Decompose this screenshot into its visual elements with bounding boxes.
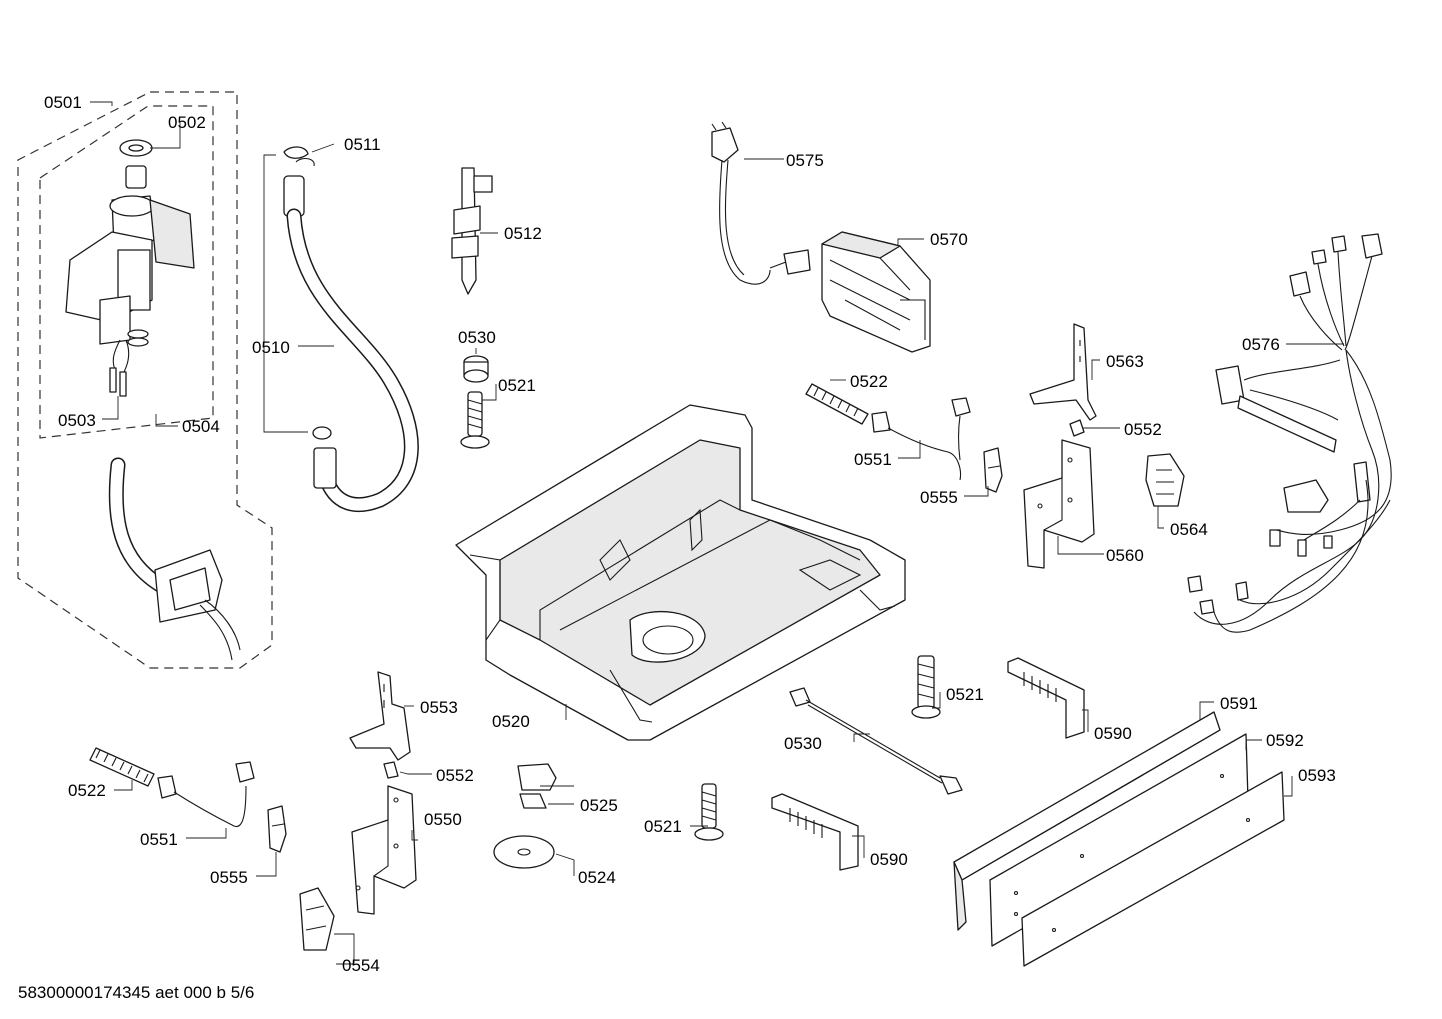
label-0522-left: 0522 <box>68 781 106 800</box>
sensor-0522-right <box>805 383 971 481</box>
drawing-id-footer: 58300000174345 aet 000 b 5/6 <box>18 983 254 1002</box>
label-0564: 0564 <box>1170 520 1208 539</box>
nut-0530 <box>463 355 489 383</box>
label-0576: 0576 <box>1242 335 1280 354</box>
clip-0555-right <box>983 447 1003 493</box>
wiring-harness-0576 <box>1187 233 1392 633</box>
part-0554 <box>299 887 335 951</box>
label-0552-left: 0552 <box>436 766 474 785</box>
leader-lines <box>90 101 1344 965</box>
label-0551-left: 0551 <box>140 830 178 849</box>
grille-0590-bottom <box>771 793 859 871</box>
label-0560: 0560 <box>1106 546 1144 565</box>
base-frame-0520 <box>455 404 906 741</box>
grille-0590-top <box>1007 657 1085 739</box>
label-0551-right: 0551 <box>854 450 892 469</box>
label-0501: 0501 <box>44 93 82 112</box>
label-0550: 0550 <box>424 810 462 829</box>
label-0521-bottom: 0521 <box>644 817 682 836</box>
label-0553: 0553 <box>420 698 458 717</box>
disc-0524 <box>493 835 555 869</box>
label-0511: 0511 <box>344 135 381 154</box>
label-0530-top: 0530 <box>458 328 496 347</box>
label-0570: 0570 <box>930 230 968 249</box>
part-0525 <box>517 763 557 809</box>
label-0522-right: 0522 <box>850 372 888 391</box>
kickplate-0591 <box>953 711 1221 931</box>
label-0555-right: 0555 <box>920 488 958 507</box>
part-0564 <box>1145 453 1185 507</box>
label-0521-top: 0521 <box>498 376 536 395</box>
hinge-0563 <box>1029 323 1097 437</box>
control-module-0570 <box>821 231 931 353</box>
clip-0555-left <box>267 805 287 853</box>
foot-0521-top <box>460 391 490 449</box>
foot-0521-bottom <box>694 783 724 841</box>
label-0555-left: 0555 <box>210 868 248 887</box>
label-0521-right: 0521 <box>946 685 984 704</box>
label-0530-bottom: 0530 <box>784 734 822 753</box>
label-0563: 0563 <box>1106 352 1144 371</box>
label-0575: 0575 <box>786 151 824 170</box>
label-0590-bottom: 0590 <box>870 850 908 869</box>
label-0512: 0512 <box>504 224 542 243</box>
label-0524: 0524 <box>578 868 616 887</box>
power-cord-0575 <box>711 121 811 285</box>
clip-0512 <box>451 167 493 295</box>
label-0503: 0503 <box>58 411 96 430</box>
label-0590-top: 0590 <box>1094 724 1132 743</box>
label-0552-right: 0552 <box>1124 420 1162 439</box>
label-0504: 0504 <box>182 417 220 436</box>
label-0525: 0525 <box>580 796 618 815</box>
label-0520: 0520 <box>492 712 530 731</box>
foot-0521-right <box>911 655 941 719</box>
kickplate-0593 <box>1021 771 1285 967</box>
sensor-0522-left <box>89 747 255 827</box>
label-0593: 0593 <box>1298 766 1336 785</box>
bracket-0550 <box>351 785 417 915</box>
bracket-0560 <box>1023 439 1095 569</box>
label-0510: 0510 <box>252 338 290 357</box>
drain-hose <box>283 146 419 512</box>
label-0591: 0591 <box>1220 694 1258 713</box>
inlet-hose <box>108 457 241 661</box>
hinge-0553 <box>349 671 411 779</box>
label-0592: 0592 <box>1266 731 1304 750</box>
part-labels: 0501 0502 0503 0504 0510 0511 0512 0530 … <box>44 93 1336 975</box>
cable-0530 <box>789 687 963 795</box>
label-0554: 0554 <box>342 956 380 975</box>
group-0504-outline <box>39 105 214 439</box>
label-0502: 0502 <box>168 113 206 132</box>
inlet-valve-assembly <box>65 139 195 397</box>
group-0501-outline <box>17 91 273 669</box>
